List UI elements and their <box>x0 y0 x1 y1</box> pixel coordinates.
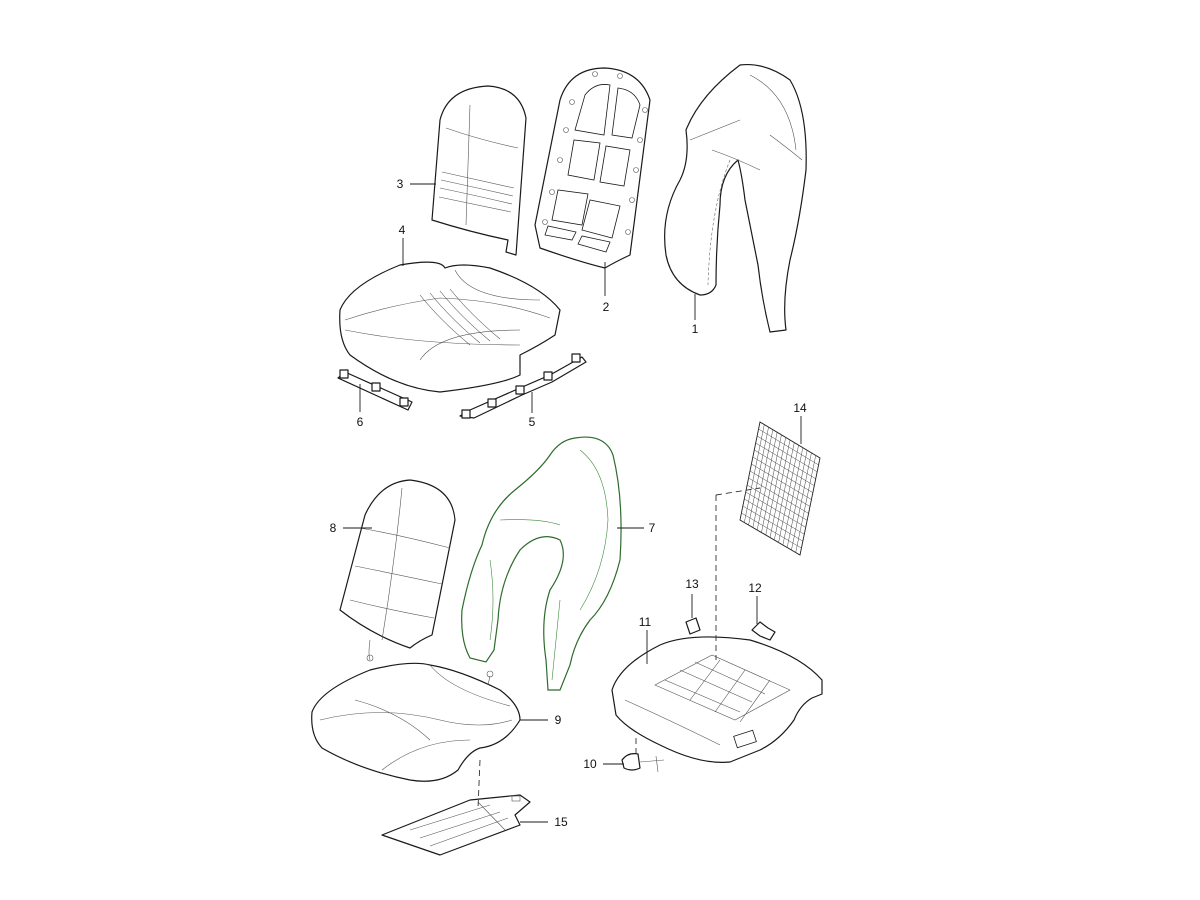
callout-13: 13 <box>685 577 699 591</box>
part-12-bracket[interactable] <box>751 621 776 641</box>
callout-14: 14 <box>793 401 807 415</box>
part-5-trim-strip-right[interactable] <box>459 353 587 419</box>
part-11-seat-base-frame[interactable] <box>611 636 823 763</box>
part-8-backrest-pad[interactable] <box>339 479 456 662</box>
frame-mount-holes <box>542 71 648 235</box>
part-9-seat-cushion-foam[interactable] <box>311 662 521 782</box>
callout-8: 8 <box>330 521 337 535</box>
part-13-clip[interactable] <box>685 617 701 635</box>
callout-labels: 1 2 3 4 5 6 7 8 9 10 11 12 13 14 15 <box>330 177 807 829</box>
callout-1: 1 <box>692 322 699 336</box>
part-7-side-bolster-foam[interactable] <box>461 436 622 691</box>
callout-2: 2 <box>603 300 610 314</box>
mesh-grid-lines <box>741 424 819 553</box>
mesh-line <box>778 445 799 543</box>
part-4-seat-cushion-cover[interactable] <box>339 261 561 393</box>
mesh-line <box>745 491 806 528</box>
callout-4: 4 <box>399 223 406 237</box>
mesh-line <box>748 477 809 514</box>
mesh-line <box>786 450 808 548</box>
callout-10: 10 <box>583 757 597 771</box>
callout-7: 7 <box>649 521 656 535</box>
part-3-backrest-cover[interactable] <box>431 85 527 256</box>
mesh-line <box>749 470 811 507</box>
callout-6: 6 <box>357 415 364 429</box>
part-1-backrest-shell[interactable] <box>664 63 807 333</box>
leader-lines <box>343 183 802 823</box>
mesh-line <box>744 498 805 535</box>
callout-11: 11 <box>639 615 652 629</box>
part-2-backrest-frame[interactable] <box>534 67 651 269</box>
callout-9: 9 <box>555 713 562 727</box>
callout-5: 5 <box>529 415 536 429</box>
mesh-line <box>795 455 816 553</box>
callout-3: 3 <box>397 177 404 191</box>
mesh-line <box>742 505 803 542</box>
callout-12: 12 <box>748 581 762 595</box>
part-10-cable-clip[interactable] <box>621 753 665 773</box>
mesh-line <box>747 484 808 521</box>
mesh-line <box>774 442 795 541</box>
callout-15: 15 <box>554 815 568 829</box>
mesh-line <box>791 452 812 551</box>
mesh-line <box>741 512 802 549</box>
part-6-trim-strip-left[interactable] <box>337 369 413 411</box>
mesh-line <box>782 447 804 546</box>
part-15-heating-mat[interactable] <box>381 794 531 856</box>
part-14-mesh-panel[interactable] <box>739 421 821 556</box>
